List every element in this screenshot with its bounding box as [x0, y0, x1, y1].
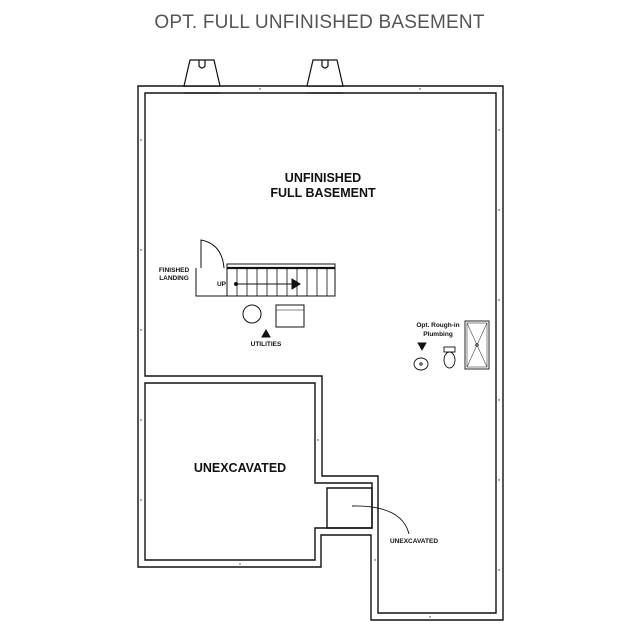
stair-run: [226, 263, 336, 297]
toilet-bowl: [443, 351, 456, 369]
foundation-walls: [137, 85, 504, 621]
window-well-right: [306, 59, 344, 94]
finished-landing-label-2: LANDING: [159, 275, 189, 282]
inner-wall-main: [144, 92, 497, 614]
stair: [195, 239, 336, 297]
unexcavated-leader: [351, 505, 410, 535]
small-unexcavated-wall: [326, 487, 373, 529]
unfinished-label-2: FULL BASEMENT: [270, 186, 376, 200]
toilet-tank: [443, 346, 456, 353]
window-well-left: [183, 59, 221, 94]
utilities-label: UTILITIES: [251, 341, 282, 348]
outer-wall: [137, 85, 504, 621]
page-title: OPT. FULL UNFINISHED BASEMENT: [154, 12, 485, 33]
finished-landing-label-1: FINISHED: [159, 267, 190, 274]
wall-speckles: [140, 88, 500, 618]
utilities-equipment: [242, 304, 305, 338]
up-arrow-head: [291, 278, 301, 290]
rough-in-label-2: Plumbing: [423, 331, 453, 338]
stair-treads: [236, 268, 328, 296]
rough-in-plumbing: [413, 320, 490, 371]
rough-in-label-1: Opt. Rough-in: [416, 322, 459, 329]
stair-up-label: UP: [217, 281, 227, 288]
unexcavated-label: UNEXCAVATED: [194, 461, 286, 475]
water-heater: [242, 304, 262, 324]
door-swing: [200, 239, 225, 269]
unexcavated-small-label: UNEXCAVATED: [390, 538, 438, 545]
furnace: [275, 304, 305, 328]
unfinished-label-1: UNFINISHED: [285, 171, 361, 185]
rough-in-arrow: [417, 342, 427, 351]
utilities-arrow: [261, 328, 271, 338]
